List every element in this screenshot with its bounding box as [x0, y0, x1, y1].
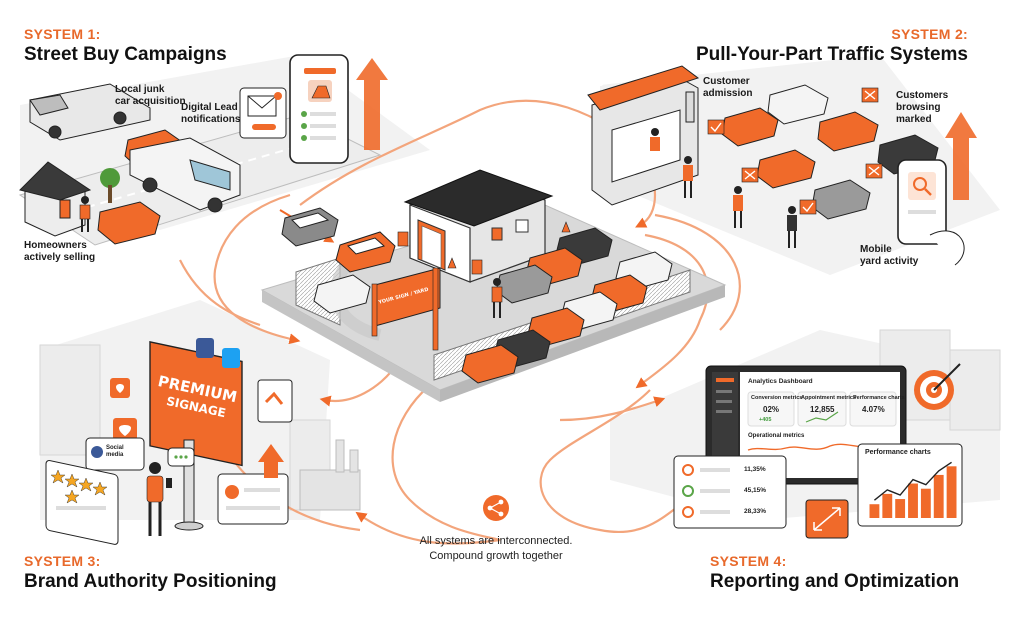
- share-icon: [483, 495, 509, 521]
- chart-bar: [933, 474, 944, 518]
- expand-icon-card: [805, 499, 849, 539]
- mobile-search-phone: [897, 159, 965, 266]
- performance-chart-title: Performance charts: [865, 449, 931, 456]
- callout-customer-admission: Customer admission: [703, 76, 753, 99]
- email-card: [239, 87, 287, 139]
- growth-arrow-2: [945, 112, 977, 200]
- metric-row-value: 28,33%: [744, 508, 767, 515]
- system-2-tag: SYSTEM 2:: [891, 26, 968, 42]
- tow-truck: [29, 83, 151, 141]
- system-1-title: Street Buy Campaigns: [24, 44, 227, 65]
- yard-cars: [281, 207, 673, 384]
- yard-worker: [491, 278, 503, 318]
- metrics-card: [673, 455, 787, 529]
- callout-digital-lead: Digital Lead notifications: [181, 102, 241, 125]
- card-label-conversion: Conversion metrics: [751, 395, 803, 401]
- car-white: [313, 274, 371, 314]
- marked-flags: [707, 87, 883, 215]
- card-value-performance: 4.07%: [862, 405, 885, 414]
- callout-homeowners: Homeowners actively selling: [24, 240, 96, 263]
- center-text-line2: Compound growth together: [429, 550, 563, 562]
- traffic-cones: [397, 221, 571, 275]
- operational-metrics-label: Operational metrics: [748, 433, 805, 439]
- growth-arrow-3: [258, 444, 284, 478]
- chart-bar: [895, 499, 906, 518]
- performance-chart: [869, 461, 957, 518]
- system-4-tag: SYSTEM 4:: [710, 553, 787, 569]
- callout-mobile-yard: Mobile yard activity: [860, 244, 919, 267]
- car-seller: [97, 201, 161, 245]
- tree: [100, 168, 120, 203]
- chart-bar: [920, 488, 931, 518]
- card-value-appointment: 12,855: [810, 405, 835, 414]
- card-value-conversion: 02%: [763, 405, 780, 414]
- metric-row-value: 11,35%: [744, 466, 766, 473]
- house: [19, 161, 92, 237]
- dashboard-title: Analytics Dashboard: [748, 378, 813, 385]
- metric-row-value: 45,15%: [744, 487, 767, 494]
- chat-bubble: [167, 447, 195, 467]
- warehouse-building: [403, 169, 554, 283]
- chart-bar: [882, 493, 893, 518]
- callout-customers-browsing: Customers browsing marked: [896, 90, 949, 125]
- car-orange: [335, 231, 396, 273]
- homeowner-person: [79, 196, 91, 232]
- system-1-tag: SYSTEM 1:: [24, 26, 101, 42]
- system-3-title: Brand Authority Positioning: [24, 571, 277, 592]
- review-card: [45, 460, 119, 545]
- analytics-monitor: [705, 365, 907, 485]
- center-text-line1: All systems are interconnected.: [419, 535, 573, 547]
- customer-people: [650, 128, 797, 248]
- system-3-tag: SYSTEM 3:: [24, 553, 101, 569]
- factory: [299, 439, 361, 511]
- social-media-card: [85, 437, 145, 471]
- chart-trend-line: [873, 461, 952, 501]
- card-label-appointment: Appointment metrics: [801, 395, 857, 401]
- growth-arrow-1: [356, 58, 388, 150]
- target-icon: [914, 363, 961, 410]
- callout-local-junk: Local junk car acquisition: [115, 84, 186, 107]
- browsing-cars: [721, 84, 939, 220]
- card-label-performance: Performance charts: [853, 395, 905, 401]
- car-grey: [281, 207, 339, 247]
- brand-person: [146, 462, 172, 536]
- system-2-title: Pull-Your-Part Traffic Systems: [695, 44, 968, 65]
- social-media-label: Social media: [106, 445, 124, 458]
- profile-card: [217, 473, 289, 525]
- chart-bar: [946, 466, 957, 518]
- billboard: [149, 341, 243, 531]
- car-orange: [461, 344, 519, 384]
- yard-gate: [371, 267, 441, 351]
- chart-bar: [869, 504, 880, 518]
- card-delta-conversion: +405: [759, 417, 772, 423]
- chart-bar: [908, 483, 918, 518]
- social-icons: [110, 338, 293, 440]
- customer-hub-building: [587, 65, 700, 206]
- system-4-title: Reporting and Optimization: [710, 571, 960, 592]
- flatbed-truck: [129, 137, 241, 213]
- phone-mockup: [289, 54, 349, 164]
